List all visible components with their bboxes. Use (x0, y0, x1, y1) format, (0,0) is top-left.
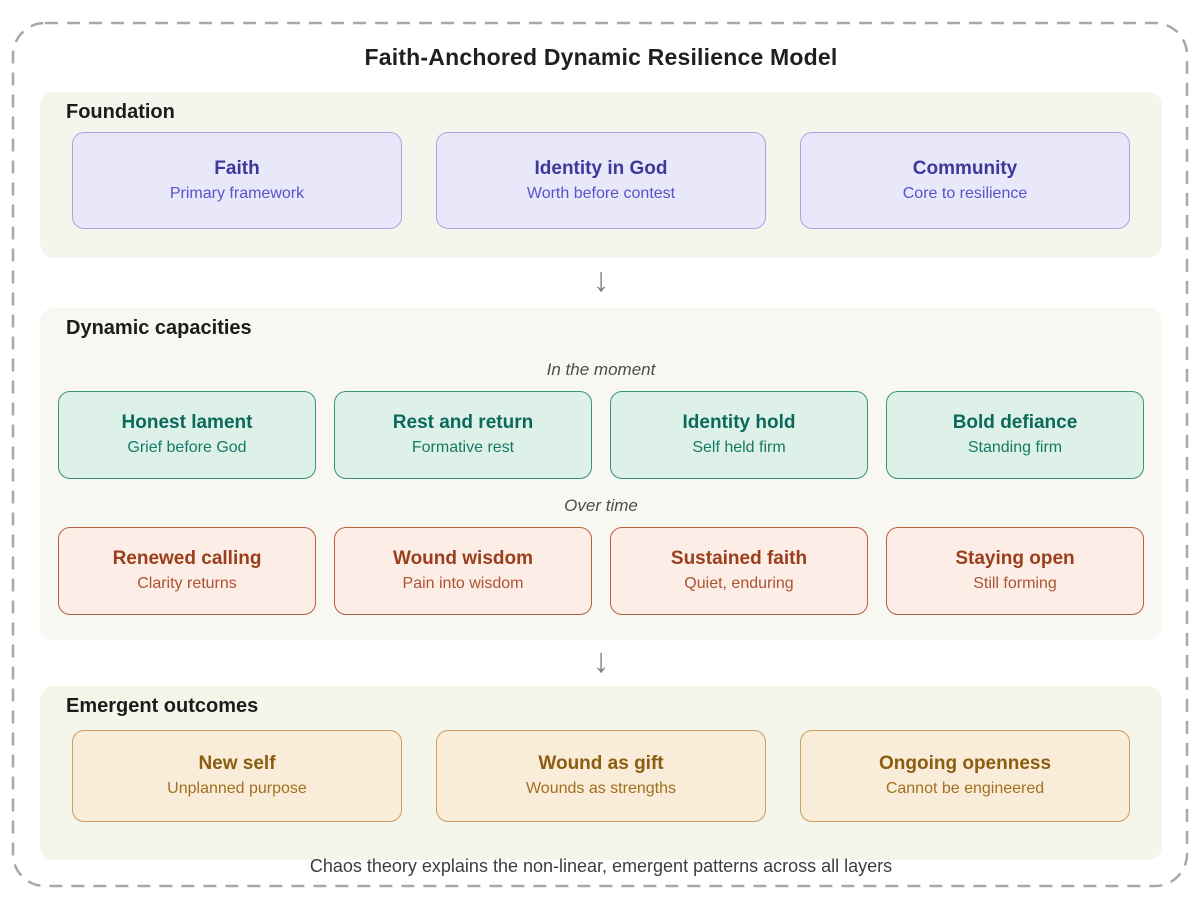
dynamic-capacities-section-label: Dynamic capacities (66, 317, 252, 339)
card-title: Wound as gift (538, 753, 664, 775)
emergent-outcomes-section: Emergent outcomes New self Unplanned pur… (40, 686, 1162, 860)
card-subtitle: Core to resilience (902, 184, 1028, 202)
capacity-card-honest-lament: Honest lament Grief before God (58, 391, 316, 479)
card-subtitle: Self held firm (692, 439, 786, 457)
down-arrow-icon: ↓ (592, 642, 610, 680)
over-time-label: Over time (564, 496, 638, 515)
capacity-card-renewed-calling: Renewed calling Clarity returns (58, 527, 316, 615)
card-title: Wound wisdom (392, 548, 534, 570)
card-subtitle: Still forming (973, 575, 1057, 593)
dynamic-capacities-section: Dynamic capacities In the moment Honest … (40, 308, 1162, 640)
capacity-card-rest-and-return: Rest and return Formative rest (334, 391, 592, 479)
foundation-card-row: Faith Primary framework Identity in God … (40, 132, 1162, 229)
footer-caption: Chaos theory explains the non-linear, em… (309, 856, 893, 876)
card-title: Sustained faith (670, 548, 808, 570)
capacity-card-bold-defiance: Bold defiance Standing firm (886, 391, 1144, 479)
over-time-card-row: Renewed calling Clarity returns Wound wi… (40, 527, 1162, 615)
capacity-card-wound-wisdom: Wound wisdom Pain into wisdom (334, 527, 592, 615)
card-title: Community (912, 157, 1018, 179)
card-title: New self (198, 753, 276, 775)
card-title: Identity hold (682, 412, 796, 434)
outcome-card-wound-as-gift: Wound as gift Wounds as strengths (436, 730, 766, 822)
capacity-card-staying-open: Staying open Still forming (886, 527, 1144, 615)
card-title: Renewed calling (112, 548, 262, 570)
card-subtitle: Pain into wisdom (402, 575, 524, 593)
card-subtitle: Cannot be engineered (885, 780, 1045, 798)
emergent-outcomes-section-label: Emergent outcomes (66, 695, 259, 717)
card-title: Rest and return (392, 412, 534, 434)
outcome-card-new-self: New self Unplanned purpose (72, 730, 402, 822)
card-subtitle: Unplanned purpose (167, 780, 307, 798)
card-subtitle: Standing firm (967, 439, 1063, 457)
foundation-card-community: Community Core to resilience (800, 132, 1130, 229)
in-the-moment-label: In the moment (546, 360, 656, 379)
card-subtitle: Clarity returns (137, 575, 237, 593)
card-title: Faith (214, 157, 260, 179)
capacity-card-identity-hold: Identity hold Self held firm (610, 391, 868, 479)
card-subtitle: Worth before contest (526, 184, 676, 202)
card-title: Identity in God (534, 157, 668, 179)
card-subtitle: Grief before God (127, 439, 247, 457)
card-subtitle: Quiet, enduring (684, 575, 794, 593)
card-subtitle: Primary framework (169, 184, 305, 202)
capacity-card-sustained-faith: Sustained faith Quiet, enduring (610, 527, 868, 615)
card-subtitle: Wounds as strengths (525, 780, 676, 798)
foundation-section-label: Foundation (66, 101, 175, 123)
foundation-card-faith: Faith Primary framework (72, 132, 402, 229)
foundation-section: Foundation Faith Primary framework Ident… (40, 92, 1162, 258)
emergent-card-row: New self Unplanned purpose Wound as gift… (40, 730, 1162, 822)
card-title: Staying open (955, 548, 1075, 570)
card-title: Honest lament (121, 412, 253, 434)
down-arrow-icon: ↓ (592, 261, 610, 299)
card-title: Ongoing openness (878, 753, 1052, 775)
card-title: Bold defiance (952, 412, 1078, 434)
card-subtitle: Formative rest (411, 439, 515, 457)
in-the-moment-card-row: Honest lament Grief before God Rest and … (40, 391, 1162, 479)
foundation-card-identity-in-god: Identity in God Worth before contest (436, 132, 766, 229)
diagram-title: Faith-Anchored Dynamic Resilience Model (364, 44, 838, 70)
outcome-card-ongoing-openness: Ongoing openness Cannot be engineered (800, 730, 1130, 822)
